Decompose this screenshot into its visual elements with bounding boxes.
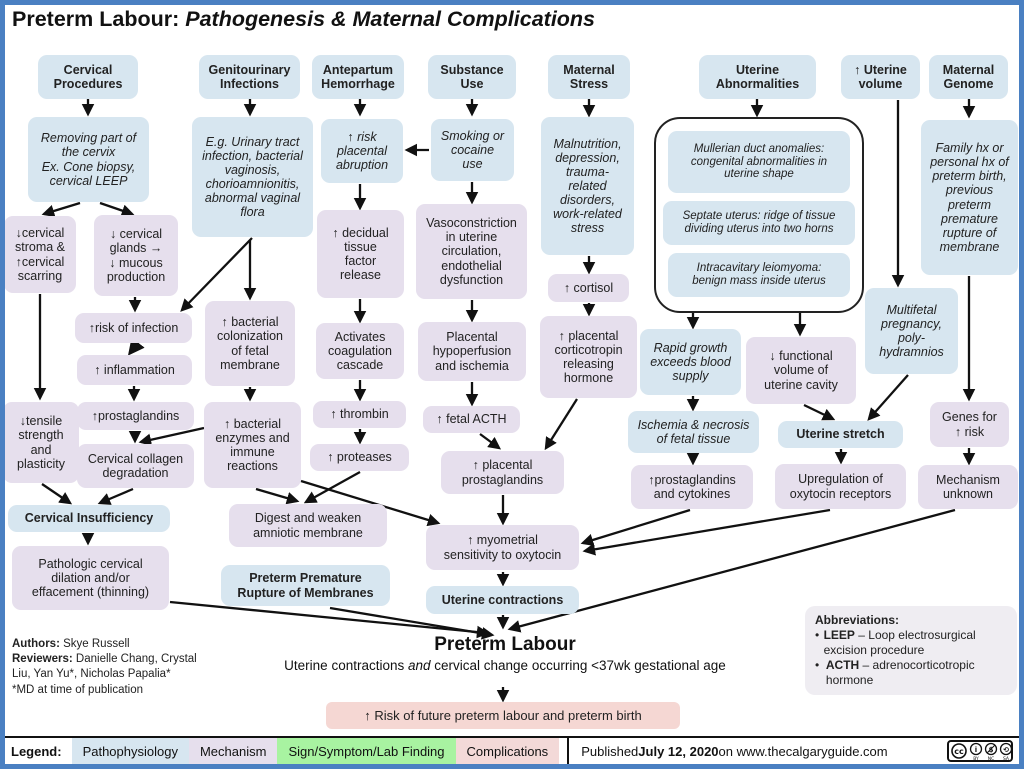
node-genes-for-risk: Genes for ↑ risk bbox=[930, 402, 1009, 447]
svg-text:NC: NC bbox=[988, 756, 995, 762]
svg-text:i: i bbox=[975, 746, 977, 754]
node-placental-prostaglandins: ↑ placental prostaglandins bbox=[441, 451, 564, 494]
node-uterine-volume: ↑ Uterine volume bbox=[841, 55, 920, 99]
node-family-history: Family hx or personal hx of preterm birt… bbox=[921, 120, 1018, 275]
node-decidual-tissue-factor: ↑ decidual tissue factor release bbox=[317, 210, 404, 298]
published-site: on www.thecalgaryguide.com bbox=[718, 743, 888, 759]
node-urinary-tract-infection: E.g. Urinary tract infection, bacterial … bbox=[192, 117, 313, 237]
node-cervical-procedures: Cervical Procedures bbox=[38, 55, 138, 99]
node-bacterial-enzymes: ↑ bacterial enzymes and immune reactions bbox=[204, 402, 301, 488]
node-septate-uterus: Septate uterus: ridge of tissue dividing… bbox=[663, 201, 855, 245]
node-intracavitary-leiomyoma: Intracavitary leiomyoma: benign mass ins… bbox=[668, 253, 850, 297]
abbreviations-title: Abbreviations: bbox=[815, 613, 900, 627]
node-removing-part-of-cervix: Removing part of the cervix Ex. Cone bio… bbox=[28, 117, 149, 202]
node-myometrial-sensitivity: ↑ myometrial sensitivity to oxytocin bbox=[426, 525, 579, 570]
node-prostaglandins: ↑prostaglandins bbox=[77, 402, 194, 430]
svg-text:BY: BY bbox=[973, 756, 979, 762]
node-risk-placental-abruption: ↑ risk placental abruption bbox=[321, 119, 403, 183]
node-cervical-glands-mucous: ↓ cervical glands → ↓ mucous production bbox=[94, 215, 178, 296]
legend-label: Legend: bbox=[11, 743, 62, 759]
definition-pre: Uterine contractions bbox=[284, 658, 408, 673]
published-pre: Published bbox=[581, 743, 639, 759]
cc-license-icon: cc i $ ⟲ BY NC SA bbox=[947, 738, 1013, 764]
node-cervical-collagen-degradation: Cervical collagen degradation bbox=[77, 444, 194, 488]
md-note: *MD at time of publication bbox=[12, 683, 144, 696]
definition-post: cervical change occurring <37wk gestatio… bbox=[430, 658, 726, 673]
published-line: Published July 12, 2020 on www.thecalgar… bbox=[569, 738, 947, 764]
svg-text:⟲: ⟲ bbox=[1003, 746, 1009, 754]
node-maternal-stress: Maternal Stress bbox=[548, 55, 630, 99]
node-bacterial-colonization: ↑ bacterial colonization of fetal membra… bbox=[205, 301, 295, 386]
definition-and: and bbox=[407, 658, 431, 673]
node-mullerian-duct-anomalies: Mullerian duct anomalies: congenital abn… bbox=[668, 131, 850, 193]
node-cervical-insufficiency: Cervical Insufficiency bbox=[8, 505, 170, 532]
node-risk-future-preterm: ↑ Risk of future preterm labour and pret… bbox=[326, 702, 680, 729]
node-risk-of-infection: ↑risk of infection bbox=[75, 313, 192, 343]
preterm-labour-section: Preterm Labour Uterine contractions and … bbox=[240, 634, 770, 673]
abbreviation-acth: • ACTH – adrenocorticotropic hormone bbox=[815, 658, 1007, 688]
published-date: July 12, 2020 bbox=[638, 743, 719, 759]
node-inflammation: ↑ inflammation bbox=[77, 355, 192, 385]
legend-complications: Complications bbox=[455, 738, 560, 764]
node-proteases: ↑ proteases bbox=[310, 444, 409, 471]
node-digest-weaken-membrane: Digest and weaken amniotic membrane bbox=[229, 504, 387, 547]
node-antepartum-hemorrhage: Antepartum Hemorrhage bbox=[312, 55, 404, 99]
abbr-term: LEEP bbox=[823, 628, 855, 642]
legend-sign-symptom: Sign/Symptom/Lab Finding bbox=[277, 738, 456, 764]
node-maternal-genome: Maternal Genome bbox=[929, 55, 1008, 99]
authors-line: Authors: Skye Russell bbox=[12, 637, 217, 652]
abbreviations-box: Abbreviations: •LEEP – Loop electrosurgi… bbox=[805, 606, 1017, 695]
svg-text:cc: cc bbox=[954, 747, 964, 756]
authors-label: Authors: bbox=[12, 638, 60, 650]
node-malnutrition-stress: Malnutrition, depression, trauma- relate… bbox=[541, 117, 634, 255]
node-ischemia-necrosis: Ischemia & necrosis of fetal tissue bbox=[628, 411, 759, 453]
preterm-labour-definition: Uterine contractions and cervical change… bbox=[240, 658, 770, 673]
node-pathologic-dilation: Pathologic cervical dilation and/or effa… bbox=[12, 546, 169, 610]
svg-text:SA: SA bbox=[1003, 756, 1010, 762]
reviewers-line: Reviewers: Danielle Chang, Crystal Liu, … bbox=[12, 652, 217, 682]
node-mechanism-unknown: Mechanism unknown bbox=[918, 465, 1018, 509]
node-fetal-acth: ↑ fetal ACTH bbox=[423, 406, 520, 433]
node-coagulation-cascade: Activates coagulation cascade bbox=[316, 323, 404, 379]
page-title: Preterm Labour: Pathogenesis & Maternal … bbox=[12, 7, 595, 32]
node-multifetal-pregnancy: Multifetal pregnancy, poly- hydramnios bbox=[865, 288, 958, 374]
preterm-labour-title: Preterm Labour bbox=[434, 634, 576, 655]
node-uterine-contractions: Uterine contractions bbox=[426, 586, 579, 614]
node-placental-hypoperfusion: Placental hypoperfusion and ischemia bbox=[418, 322, 526, 381]
legend-divider bbox=[567, 738, 570, 764]
reviewers-label: Reviewers: bbox=[12, 653, 73, 666]
node-thrombin: ↑ thrombin bbox=[313, 401, 406, 428]
svg-text:$: $ bbox=[989, 746, 994, 754]
node-cervical-stroma-scarring: ↓cervical stroma & ↑cervical scarring bbox=[4, 216, 76, 293]
node-prostaglandins-cytokines: ↑prostaglandins and cytokines bbox=[631, 465, 753, 509]
node-functional-volume: ↓ functional volume of uterine cavity bbox=[746, 337, 856, 404]
node-rapid-growth: Rapid growth exceeds blood supply bbox=[640, 329, 741, 395]
node-genitourinary-infections: Genitourinary Infections bbox=[199, 55, 300, 99]
page-title-italic: Pathogenesis & Maternal Complications bbox=[185, 7, 596, 31]
credits-block: Authors: Skye Russell Reviewers: Daniell… bbox=[12, 637, 217, 698]
abbr-desc: – Loop electrosurgical excision procedur… bbox=[823, 628, 976, 657]
abbr-desc: – adrenocorticotropic hormone bbox=[825, 658, 975, 687]
reviewers-value: Danielle Chang, Crystal Liu, Yan Yu*, Ni… bbox=[12, 653, 197, 681]
bullet-icon: • bbox=[815, 628, 820, 642]
node-uterine-abnormalities: Uterine Abnormalities bbox=[699, 55, 816, 99]
legend-bar: Legend: Pathophysiology Mechanism Sign/S… bbox=[5, 736, 1019, 764]
node-cortisol: ↑ cortisol bbox=[548, 274, 629, 302]
node-smoking-cocaine: Smoking or cocaine use bbox=[431, 119, 514, 181]
authors-value: Skye Russell bbox=[59, 638, 130, 650]
node-placental-crh: ↑ placental corticotropin releasing horm… bbox=[540, 316, 637, 398]
node-vasoconstriction: Vasoconstriction in uterine circulation,… bbox=[416, 204, 527, 299]
abbreviation-leep: •LEEP – Loop electrosurgical excision pr… bbox=[815, 628, 1007, 658]
node-pprom: Preterm Premature Rupture of Membranes bbox=[221, 565, 390, 606]
node-upregulation-oxytocin: Upregulation of oxytocin receptors bbox=[775, 464, 906, 509]
page-title-prefix: Preterm Labour: bbox=[12, 7, 186, 31]
node-substance-use: Substance Use bbox=[428, 55, 516, 99]
abbr-term: ACTH bbox=[825, 658, 860, 672]
legend-mechanism: Mechanism bbox=[188, 738, 278, 764]
bullet-icon: • bbox=[815, 658, 820, 672]
node-tensile-strength: ↓tensile strength and plasticity bbox=[3, 402, 79, 483]
node-uterine-stretch: Uterine stretch bbox=[778, 421, 903, 448]
legend-pathophysiology: Pathophysiology bbox=[71, 738, 189, 764]
